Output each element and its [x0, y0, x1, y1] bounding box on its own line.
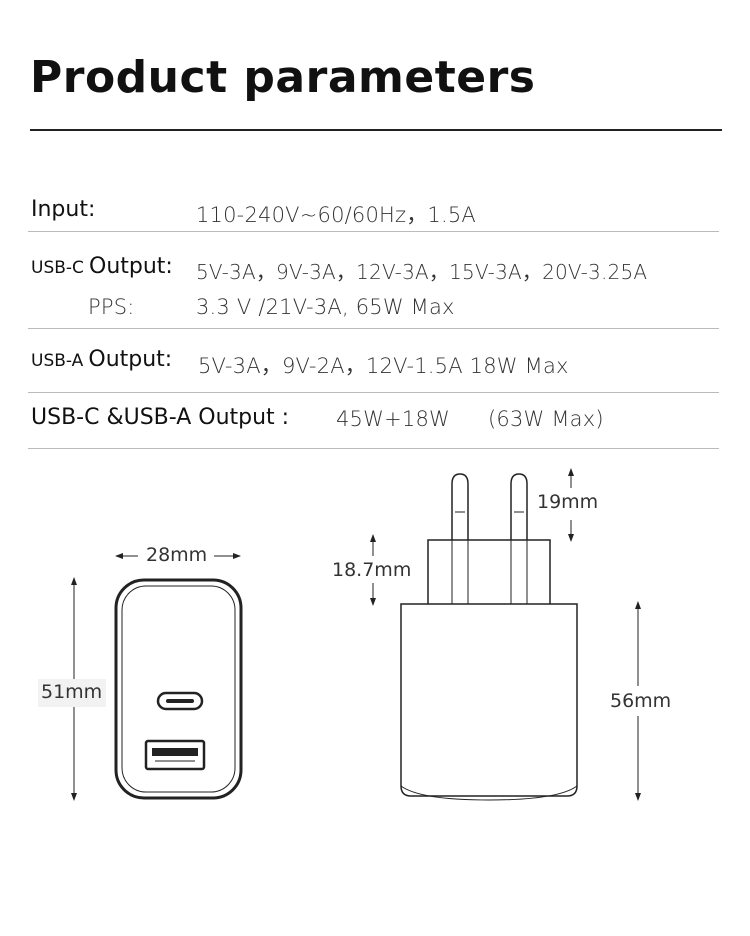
row-divider-4 [28, 448, 719, 449]
usbc-output-value: 5V-3A，9V-3A，12V-3A，15V-3A，20V-3.25A [196, 260, 648, 284]
input-value: 110-240V~60/60Hz，1.5A [196, 203, 476, 227]
base-height-dimension: 18.7mm [332, 559, 412, 581]
pps-label: PPS: [88, 295, 135, 319]
usbc-output-label: USB-C Output: [31, 254, 173, 279]
width-dimension: 28mm [146, 544, 208, 566]
row-divider-3 [28, 392, 719, 393]
usba-output-value: 5V-3A，9V-2A，12V-1.5A 18W Max [198, 354, 569, 378]
usb-c-port-icon [156, 691, 204, 711]
row-divider-1 [28, 231, 719, 232]
usba-output-label: USB-A Output: [31, 347, 173, 372]
title-divider [30, 129, 722, 131]
combined-max-value: (63W Max) [488, 407, 604, 431]
height-dimension: 51mm [41, 681, 103, 703]
combined-output-label: USB-C &USB-A Output : [31, 405, 290, 430]
pin-length-dimension: 19mm [537, 491, 599, 513]
height-label-bg [38, 679, 106, 707]
row-divider-2 [28, 328, 719, 329]
pps-value: 3.3 V /21V-3A, 65W Max [196, 295, 455, 319]
combined-value: 45W+18W [336, 407, 450, 431]
usb-a-port-icon [144, 739, 206, 771]
input-label: Input: [31, 197, 96, 222]
charger-side-view [400, 473, 578, 801]
page-title: Product parameters [30, 52, 536, 103]
body-height-dimension: 56mm [610, 690, 672, 712]
charger-front-view [114, 578, 243, 800]
